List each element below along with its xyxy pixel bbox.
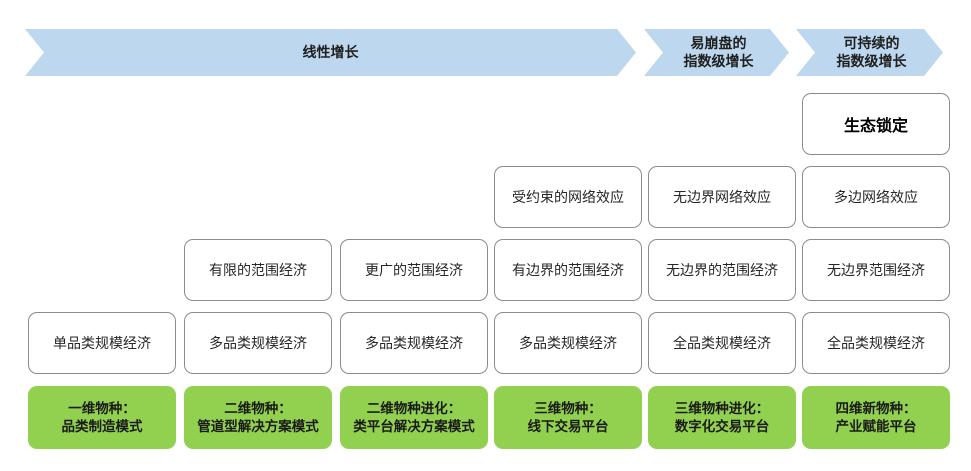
stage-box-3d-species: 三维物种： 线下交易平台 [494,386,642,449]
stage-box-2d-species-evolved: 二维物种进化： 类平台解决方案模式 [340,386,488,449]
stage-box-3d-species-evolved: 三维物种进化： 数字化交易平台 [648,386,796,449]
scale-economy-box: 全品类规模经济 [802,312,950,374]
scope-economy-box: 无边界的范围经济 [648,239,796,301]
network-effect-box: 无边界网络效应 [648,166,796,228]
scope-economy-box: 有边界的范围经济 [494,239,642,301]
stage-box-2d-species: 二维物种： 管道型解决方案模式 [184,386,332,449]
scale-economy-box: 多品类规模经济 [494,312,642,374]
scope-economy-box: 无边界范围经济 [802,239,950,301]
network-effect-box: 多边网络效应 [802,166,950,228]
scope-economy-box: 有限的范围经济 [184,239,332,301]
phase-arrow-sustainable-exponential-growth: 可持续的 指数级增长 [796,29,943,76]
scale-economy-box: 全品类规模经济 [648,312,796,374]
stage-box-1d-species: 一维物种： 品类制造模式 [28,386,176,449]
ecosystem-lock-box: 生态锁定 [802,93,950,155]
phase-arrow-linear-growth: 线性增长 [25,29,636,76]
network-effect-box: 受约束的网络效应 [494,166,642,228]
scale-economy-box: 单品类规模经济 [28,312,176,374]
stage-box-4d-species: 四维新物种： 产业赋能平台 [802,386,950,449]
phase-arrow-fragile-exponential-growth: 易崩盘的 指数级增长 [644,29,789,76]
scale-economy-box: 多品类规模经济 [184,312,332,374]
scope-economy-box: 更广的范围经济 [340,239,488,301]
scale-economy-box: 多品类规模经济 [340,312,488,374]
